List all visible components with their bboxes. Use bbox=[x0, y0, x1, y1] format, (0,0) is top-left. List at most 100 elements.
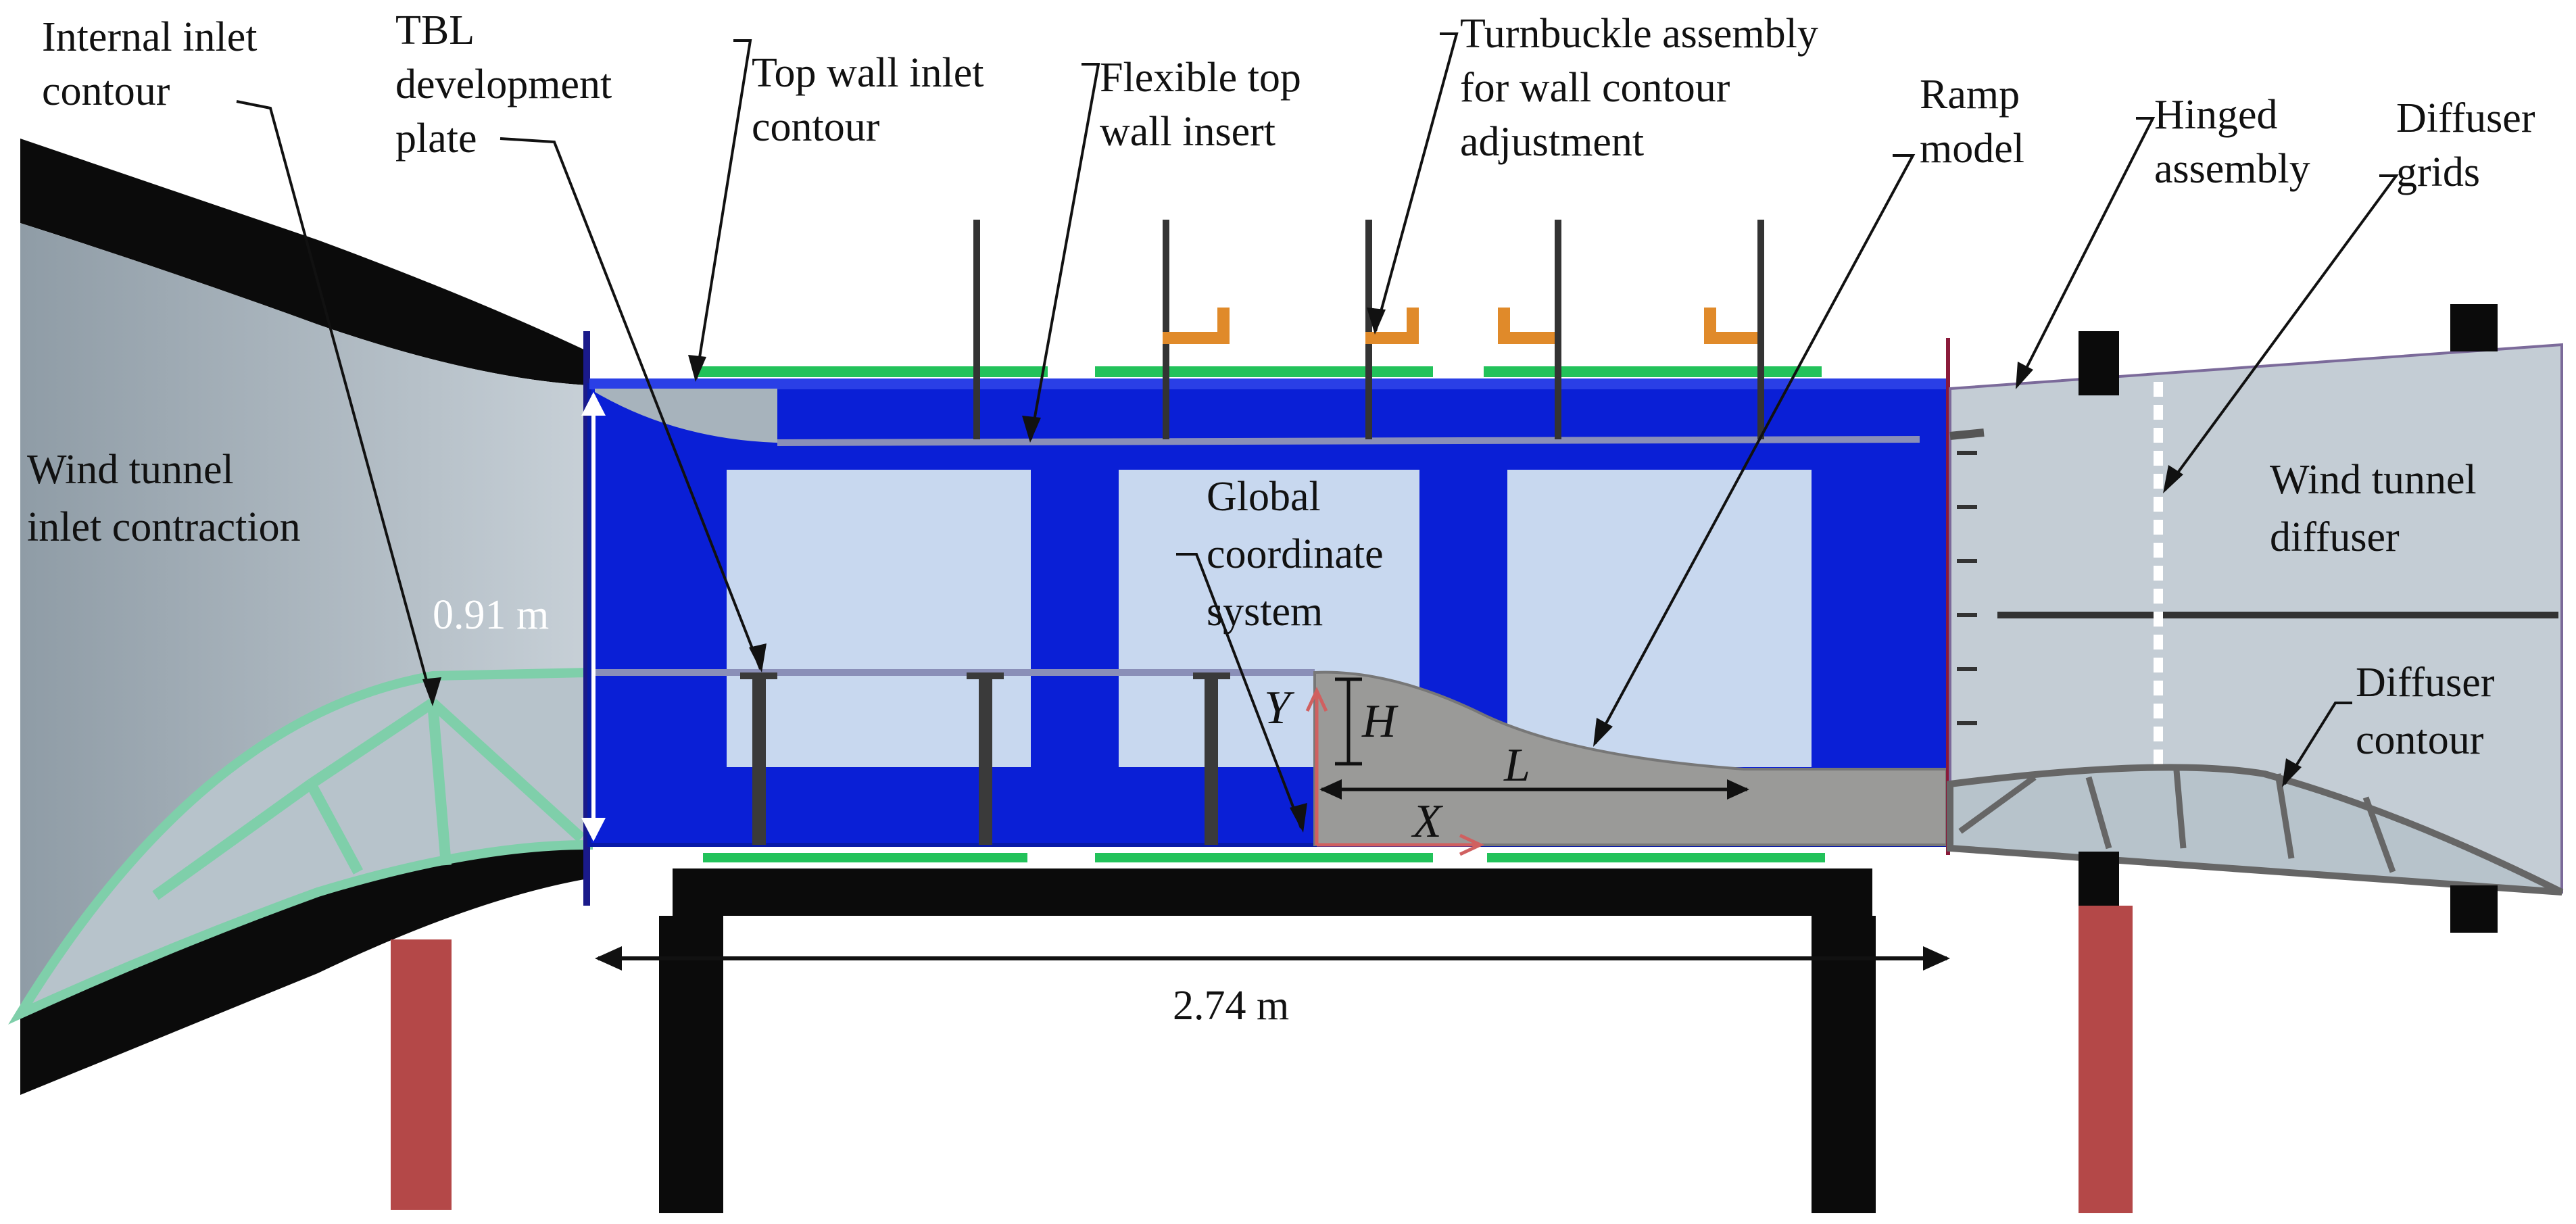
table-top bbox=[673, 868, 1872, 916]
turnbuckle-bracket-3 bbox=[1498, 308, 1555, 344]
x-symbol: X bbox=[1411, 795, 1444, 848]
label-global-coord-1: Global bbox=[1207, 474, 1321, 520]
height-arrow-head-top bbox=[581, 392, 606, 416]
arrowhead-top-wall-inlet bbox=[688, 355, 706, 382]
leader-diffuser-contour bbox=[2283, 702, 2352, 785]
label-inlet-contraction-1: Wind tunnel bbox=[27, 447, 234, 493]
flexible-top-wall-insert bbox=[777, 436, 1920, 446]
turnbuckle-rods bbox=[973, 220, 1764, 439]
label-top-wall-inlet-1: Top wall inlet bbox=[752, 50, 983, 96]
label-hinged-assembly-1: Hinged bbox=[2154, 92, 2278, 138]
arrowhead-internal-inlet bbox=[422, 677, 441, 706]
diffuser-ribs bbox=[1958, 770, 2396, 873]
arrowhead-ramp-model bbox=[1593, 718, 1613, 747]
green-plate-bottom-3 bbox=[1487, 853, 1825, 862]
internal-inlet-contour bbox=[8, 667, 593, 1025]
arrowhead-diffuser-contour bbox=[2282, 758, 2302, 787]
leader-global-coord bbox=[1176, 553, 1303, 829]
top-wall-inlet-contour bbox=[595, 389, 777, 443]
turnbuckle-bracket-4 bbox=[1704, 308, 1757, 344]
label-top-wall-inlet-2: contour bbox=[752, 104, 880, 150]
height-dimension: 0.91 m bbox=[433, 392, 606, 841]
inlet-bottom-wall bbox=[20, 838, 588, 1095]
plate-support-3 bbox=[1205, 672, 1218, 845]
inlet-contraction bbox=[8, 139, 593, 1095]
label-turnbuckle-1: Turnbuckle assembly bbox=[1460, 11, 1818, 57]
length-arrow-head-left bbox=[595, 946, 622, 971]
leader-top-wall-inlet bbox=[695, 39, 752, 379]
arrowhead-flexible-top-wall bbox=[1022, 416, 1041, 443]
l-dim-head-right bbox=[1727, 779, 1749, 800]
diffuser-post-2 bbox=[2450, 304, 2498, 351]
leader-ramp-model bbox=[1594, 154, 1916, 744]
coordinate-axes: Y X bbox=[1264, 682, 1484, 856]
green-plate-bottom-2 bbox=[1095, 853, 1433, 862]
x-axis-head bbox=[1459, 833, 1484, 856]
rod-4 bbox=[1555, 220, 1561, 439]
label-diffuser-contour-1: Diffuser bbox=[2356, 660, 2495, 706]
leader-flexible-top-wall bbox=[1029, 63, 1100, 440]
label-flexible-top-wall-2: wall insert bbox=[1100, 109, 1275, 155]
green-plate-top-3 bbox=[1484, 366, 1822, 377]
rod-2 bbox=[1163, 220, 1169, 439]
label-hinged-assembly-2: assembly bbox=[2154, 146, 2310, 192]
diffuser-post-4 bbox=[2450, 885, 2498, 933]
length-dimension: 2.74 m bbox=[595, 946, 1950, 1029]
rod-3 bbox=[1365, 220, 1372, 439]
inlet-support-leg bbox=[391, 939, 452, 1210]
label-internal-inlet-contour-2: contour bbox=[42, 68, 170, 114]
h-dim-line bbox=[1335, 677, 1362, 766]
length-arrow-head-right bbox=[1923, 946, 1950, 971]
label-tbl-plate-3: plate bbox=[395, 116, 477, 162]
diffuser bbox=[1947, 343, 2564, 896]
plate-support-2 bbox=[979, 672, 992, 845]
label-internal-inlet-contour-1: Internal inlet bbox=[42, 14, 257, 60]
table-leg-right bbox=[1812, 916, 1876, 1213]
hinged-assembly bbox=[1949, 429, 1985, 440]
arrowhead-global-coord bbox=[1290, 803, 1307, 833]
arrowhead-diffuser-grids bbox=[2163, 465, 2183, 493]
label-ramp-model-2: model bbox=[1920, 126, 2024, 172]
plate-support-1 bbox=[752, 672, 766, 845]
leader-diffuser-grids bbox=[2164, 174, 2399, 491]
arrowhead-hinged-assembly bbox=[2016, 362, 2033, 389]
label-tbl-plate-2: development bbox=[395, 62, 612, 107]
diffuser-post-3 bbox=[2079, 852, 2119, 906]
ramp-model bbox=[1313, 670, 1948, 846]
label-global-coord-2: coordinate bbox=[1207, 531, 1384, 577]
table-leg-left bbox=[659, 916, 723, 1213]
green-plate-top-2 bbox=[1095, 366, 1433, 377]
label-diffuser-contour-2: contour bbox=[2356, 717, 2484, 763]
diffuser-contour bbox=[1947, 764, 2564, 896]
leader-arrowheads bbox=[422, 308, 2302, 833]
label-tbl-plate-1: TBL bbox=[395, 7, 475, 53]
length-dimension-label: 2.74 m bbox=[1173, 983, 1289, 1029]
label-wind-tunnel-diffuser-1: Wind tunnel bbox=[2270, 457, 2477, 503]
label-ramp-model-1: Ramp bbox=[1920, 72, 2020, 118]
l-dim-head-left bbox=[1319, 779, 1342, 800]
top-rail bbox=[589, 378, 1948, 389]
label-inlet-contraction-2: inlet contraction bbox=[27, 504, 301, 550]
bottom-green-plates bbox=[703, 853, 1825, 862]
diffuser-post-1 bbox=[2079, 331, 2119, 395]
top-green-plates bbox=[696, 366, 1822, 377]
height-arrow-head-bottom bbox=[581, 818, 606, 841]
green-plate-bottom-1 bbox=[703, 853, 1027, 862]
leader-turnbuckle bbox=[1374, 32, 1459, 332]
leader-internal-inlet bbox=[236, 100, 434, 704]
inlet-ribs bbox=[152, 698, 585, 900]
leader-lines bbox=[236, 32, 2399, 829]
window-3 bbox=[1507, 470, 1812, 767]
label-wind-tunnel-diffuser-2: diffuser bbox=[2270, 514, 2400, 560]
y-axis-head bbox=[1305, 687, 1328, 712]
diffuser-support-leg bbox=[2079, 906, 2133, 1213]
arrowhead-turnbuckle bbox=[1367, 308, 1386, 335]
turnbuckle-bracket-1 bbox=[1163, 308, 1230, 344]
turnbuckle-bracket-2 bbox=[1365, 308, 1419, 344]
rod-1 bbox=[973, 220, 980, 439]
leader-tbl-plate bbox=[500, 137, 762, 670]
leader-hinged-assembly bbox=[2016, 117, 2156, 386]
arrowhead-tbl-plate bbox=[749, 643, 767, 672]
rod-5 bbox=[1757, 220, 1764, 439]
